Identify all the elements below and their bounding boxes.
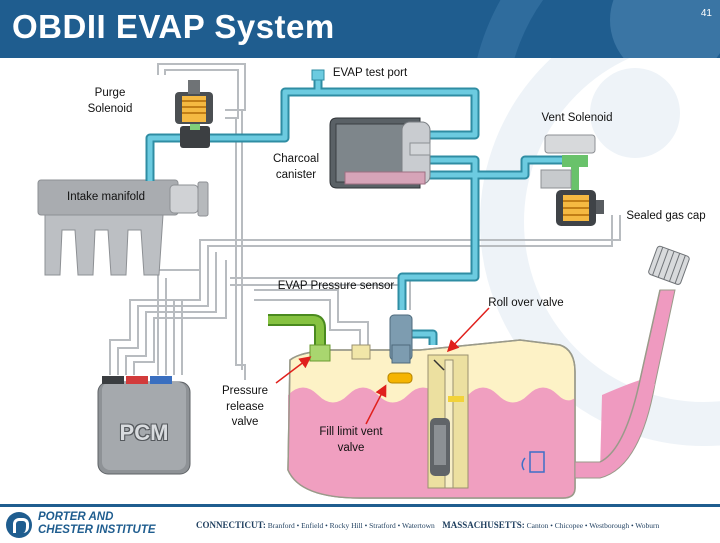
purge-solenoid (175, 80, 213, 148)
evap-test-port (311, 69, 325, 81)
slide-title: OBDII EVAP System (12, 8, 335, 45)
label-fill-limit-vent-valve: Fill limit vent valve (319, 426, 383, 454)
intake-manifold (37, 179, 209, 276)
pcm-label: PCM (119, 420, 169, 445)
label-intake-manifold: Intake manifold (67, 191, 145, 203)
ma-state: MASSACHUSETTS: (442, 520, 525, 530)
label-pressure-release-valve: Pressure release valve (221, 385, 269, 429)
ma-campuses: Canton • Chicopee • Westborough • Woburn (526, 521, 660, 530)
logo-icon (6, 512, 32, 538)
institute-line-1: PORTER AND (38, 511, 114, 523)
label-sealed-gas-cap: Sealed gas cap (626, 210, 706, 222)
institute-name: PORTER AND CHESTER INSTITUTE (38, 511, 188, 537)
filler-neck (521, 289, 676, 479)
label-purge-solenoid: Purge Solenoid (87, 87, 133, 115)
gas-cap (648, 245, 690, 285)
label-vent-solenoid: Vent Solenoid (541, 112, 613, 124)
charcoal-canister (329, 117, 431, 189)
title-bar: OBDII EVAP System 41 (0, 0, 720, 58)
ct-state: CONNECTICUT: (196, 520, 266, 530)
ct-campuses: Branford • Enfield • Rocky Hill • Stratf… (267, 521, 435, 530)
wiring-harness (109, 63, 621, 380)
pointer-arrows (275, 307, 490, 425)
pcm-module (97, 376, 191, 475)
header-decoration-dot (610, 0, 720, 58)
institute-line-2: CHESTER INSTITUTE (38, 524, 156, 536)
label-evap-test-port: EVAP test port (332, 67, 408, 79)
footer-bar: PORTER AND CHESTER INSTITUTE CONNECTICUT… (0, 504, 720, 543)
evap-pressure-sensor (387, 314, 413, 384)
label-roll-over-valve: Roll over valve (488, 297, 564, 309)
campus-list: CONNECTICUT: Branford • Enfield • Rocky … (196, 520, 659, 530)
label-evap-pressure-sensor: EVAP Pressure sensor (277, 280, 395, 292)
pressure-release-valve (268, 314, 371, 362)
label-charcoal-canister: Charcoal canister (272, 153, 320, 181)
fuel-pump-module (427, 354, 469, 489)
slide-number: 41 (700, 8, 712, 19)
vent-solenoid (540, 134, 604, 226)
